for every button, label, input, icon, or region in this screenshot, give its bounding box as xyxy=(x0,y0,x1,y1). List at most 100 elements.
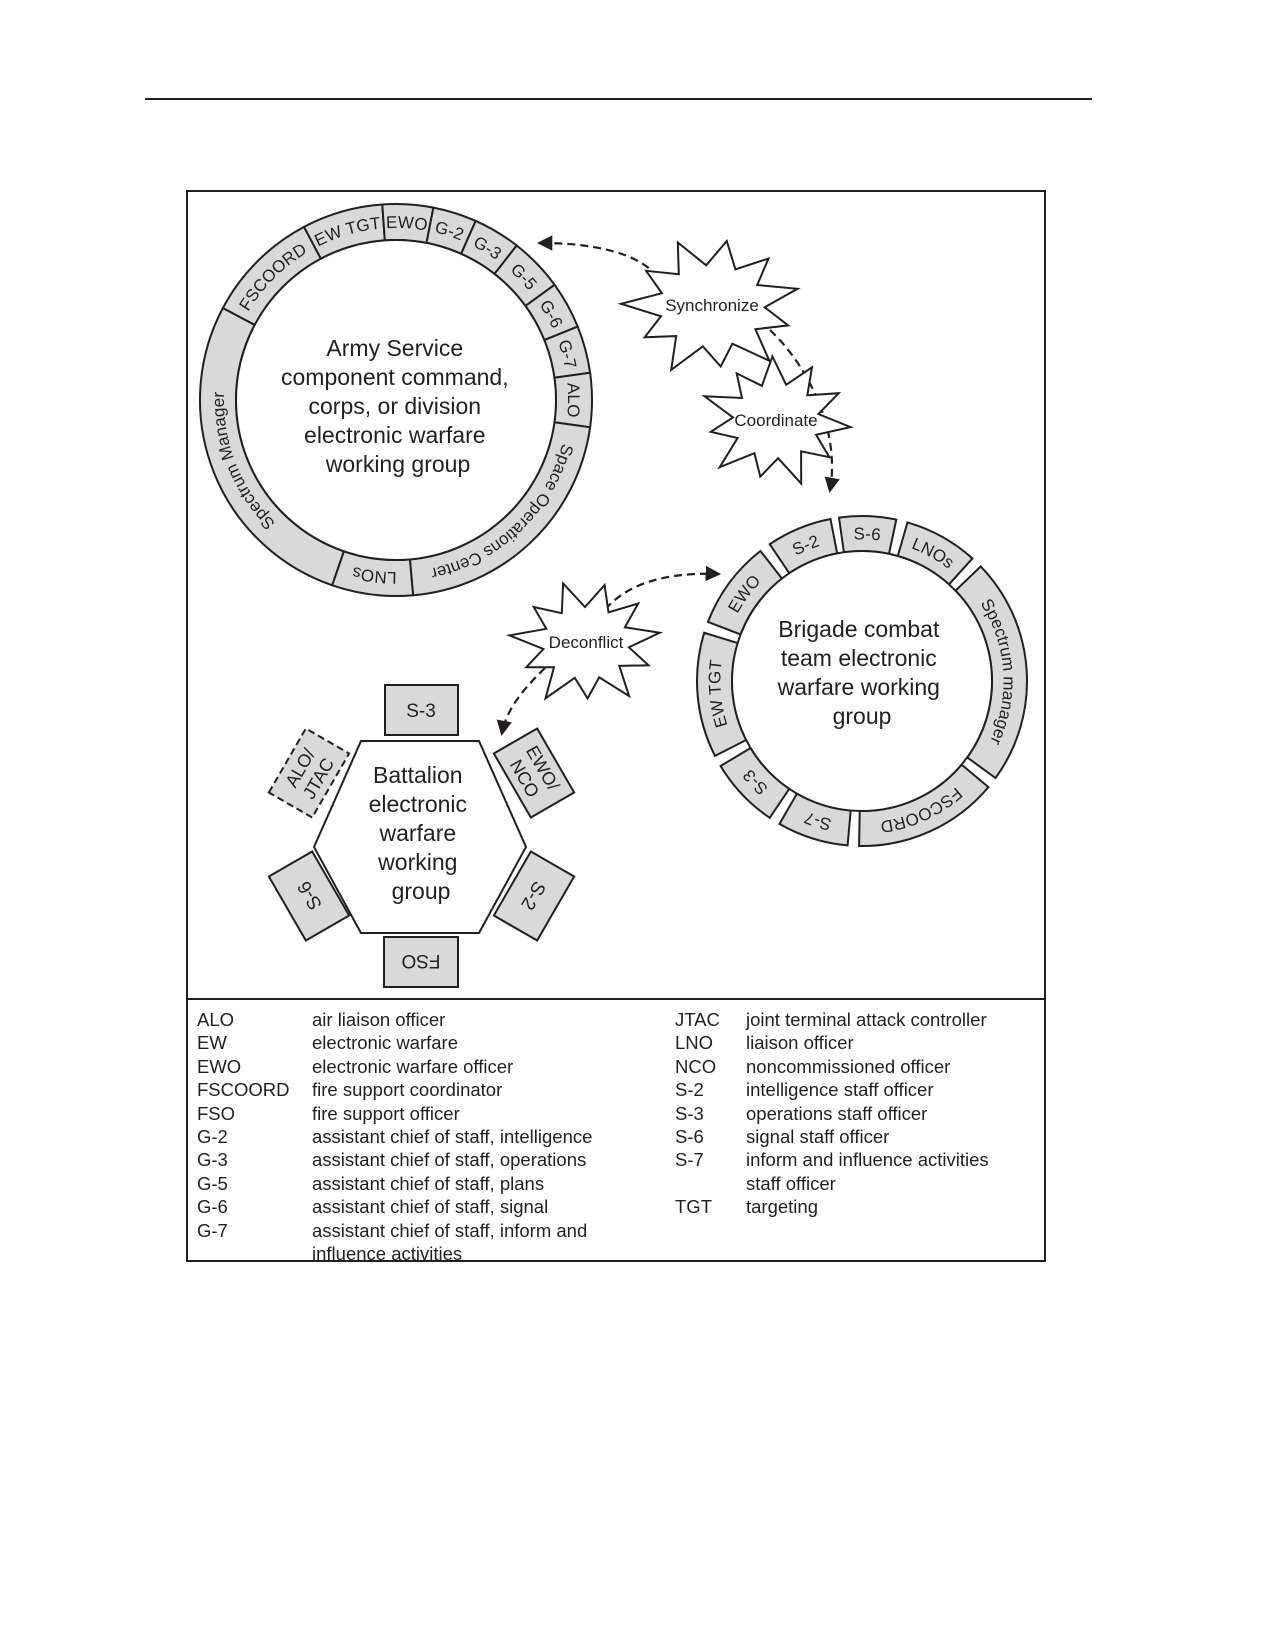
legend-abbr: G-2 xyxy=(197,1126,228,1148)
legend-def: inform and influence activities xyxy=(746,1149,989,1171)
legend-def: signal staff officer xyxy=(746,1126,890,1148)
legend-def: targeting xyxy=(746,1196,818,1218)
legend-def: assistant chief of staff, intelligence xyxy=(312,1126,593,1148)
legend-abbr: G-7 xyxy=(197,1219,228,1241)
legend-def: assistant chief of staff, inform and xyxy=(312,1219,588,1241)
legend-abbr xyxy=(197,1242,312,1265)
legend-row: ALO air liaison officer xyxy=(197,1008,627,1031)
battalion-box xyxy=(492,850,576,942)
bct-center-label: Brigade combat team electronic warfare w… xyxy=(777,616,947,729)
battalion-box xyxy=(384,684,459,736)
box-label: ALO/JTAC xyxy=(281,744,338,802)
battalion-box-alo-jtac: ALO/JTAC xyxy=(267,727,351,819)
box-label: FSO xyxy=(401,950,440,971)
legend-row: EWO electronic warfare officer xyxy=(197,1055,627,1078)
bct-segment-label: S-6 xyxy=(853,524,881,544)
legend-row: JTAC joint terminal attack controller xyxy=(675,1008,1035,1031)
deconflict-label: Deconflict xyxy=(549,633,624,652)
battalion-box-fso: FSO xyxy=(383,936,459,988)
legend-row: TGT targeting xyxy=(675,1195,1035,1218)
legend-abbr: EWO xyxy=(197,1055,242,1077)
battalion-box xyxy=(383,936,459,988)
legend-def: assistant chief of staff, operations xyxy=(312,1149,587,1171)
legend-abbr: G-5 xyxy=(197,1172,228,1194)
asccg-center-label: Army Service component command, corps, o… xyxy=(281,335,515,477)
legend-row: NCO noncommissioned officer xyxy=(675,1055,1035,1078)
legend-def: noncommissioned officer xyxy=(746,1055,951,1077)
legend-abbr: LNO xyxy=(675,1032,714,1054)
legend-def: liaison officer xyxy=(746,1032,854,1054)
legend-row: G-3 assistant chief of staff, operations xyxy=(197,1148,627,1171)
legend-row: G-5 assistant chief of staff, plans xyxy=(197,1172,627,1195)
legend-row: G-7 assistant chief of staff, inform and xyxy=(197,1219,627,1242)
legend-def: electronic warfare xyxy=(312,1032,459,1054)
synchronize-arrow xyxy=(536,235,659,278)
legend-abbr: S-2 xyxy=(675,1079,704,1101)
header-rule xyxy=(145,98,1092,100)
legend-abbr xyxy=(675,1172,746,1195)
legend-abbr: TGT xyxy=(675,1196,712,1218)
legend-abbr: FSO xyxy=(197,1102,236,1124)
legend-row: FSO fire support officer xyxy=(197,1102,627,1125)
legend-def: electronic warfare officer xyxy=(312,1055,514,1077)
legend-column-left: ALO air liaison officer EW electronic warf… xyxy=(197,1008,627,1265)
battalion-box-s2: S-2 xyxy=(492,850,576,942)
battalion-box-s6: S-6 xyxy=(267,850,351,942)
legend-def: assistant chief of staff, signal xyxy=(312,1196,549,1218)
legend-abbr: G-6 xyxy=(197,1196,228,1218)
legend-def: air liaison officer xyxy=(312,1009,446,1030)
legend-column-right: JTAC joint terminal attack controller LNO… xyxy=(675,1008,1035,1219)
legend-abbr: S-7 xyxy=(675,1149,704,1171)
starburst-shape xyxy=(617,238,801,373)
legend-def: joint terminal attack controller xyxy=(746,1009,987,1030)
legend-row: S-7 inform and influence activities xyxy=(675,1148,1035,1171)
legend-def: fire support coordinator xyxy=(312,1079,503,1101)
legend-row: S-2 intelligence staff officer xyxy=(675,1078,1035,1101)
figure-frame xyxy=(186,190,1046,1262)
asccg-segment-label: ALO xyxy=(563,382,583,418)
legend-row: LNO liaison officer xyxy=(675,1031,1035,1054)
synchronize-callout: Synchronize xyxy=(617,238,801,373)
legend-def: staff officer xyxy=(746,1172,836,1194)
legend-abbr: S-3 xyxy=(675,1102,704,1124)
battalion-box xyxy=(267,850,351,942)
legend-row: EW electronic warfare xyxy=(197,1031,627,1054)
battalion-box-s3: S-3 xyxy=(384,684,459,736)
legend-abbr: NCO xyxy=(675,1055,717,1077)
legend-abbr: JTAC xyxy=(675,1009,720,1030)
deconflict-arrow-down xyxy=(496,667,546,737)
acronym-legend: ALO air liaison officer EW electronic warf… xyxy=(186,998,1046,1265)
legend-row: staff officer xyxy=(675,1172,1035,1195)
legend-row: S-6 signal staff officer xyxy=(675,1125,1035,1148)
starburst-shape xyxy=(505,580,664,701)
legend-row: G-2 assistant chief of staff, intelligenc… xyxy=(197,1125,627,1148)
legend-abbr: EW xyxy=(197,1032,227,1054)
synchronize-label: Synchronize xyxy=(665,296,759,315)
legend-def: intelligence staff officer xyxy=(746,1079,934,1101)
legend-def: influence activities xyxy=(312,1243,463,1265)
coordinate-label: Coordinate xyxy=(734,411,817,430)
battalion-box xyxy=(492,727,576,819)
starburst-shape xyxy=(701,353,854,487)
legend-row: FSCOORD fire support coordinator xyxy=(197,1078,627,1101)
deconflict-callout: Deconflict xyxy=(505,580,664,701)
battalion-center-label: Battalion electronic warfare working gro… xyxy=(369,762,474,904)
legend-def: assistant chief of staff, plans xyxy=(312,1172,545,1194)
bct-center-circle xyxy=(731,550,993,812)
battalion-hexagon xyxy=(312,740,528,934)
box-label: S-3 xyxy=(406,701,436,722)
legend-abbr: ALO xyxy=(197,1009,235,1030)
asccg-center-circle xyxy=(235,239,557,561)
legend-abbr: S-6 xyxy=(675,1126,704,1148)
legend-def: fire support officer xyxy=(312,1102,460,1124)
legend-row: G-6 assistant chief of staff, signal xyxy=(197,1195,627,1218)
coordinate-callout: Coordinate xyxy=(701,353,854,487)
coordinate-arrow xyxy=(769,329,840,494)
legend-abbr: FSCOORD xyxy=(197,1079,290,1101)
legend-abbr: G-3 xyxy=(197,1149,228,1171)
